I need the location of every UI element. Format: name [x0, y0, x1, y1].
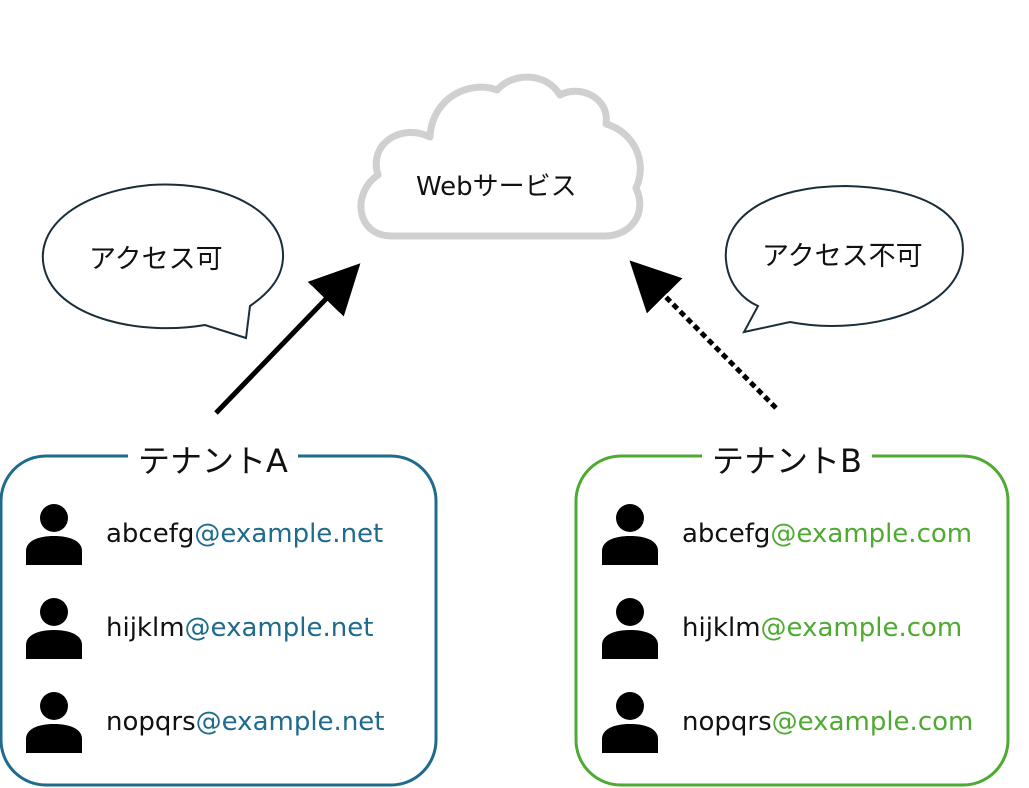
user-email: hijklm@example.net [106, 613, 374, 643]
user-email: abcefg@example.net [106, 519, 384, 549]
tenant-b-user-row: hijklm@example.com [600, 597, 962, 659]
person-icon [602, 692, 658, 753]
cloud-icon [357, 73, 644, 240]
tenant-a-label: テナントA [128, 436, 298, 482]
person-icon [26, 598, 82, 659]
person-icon [602, 598, 658, 659]
allowed-bubble-label: アクセス可 [89, 244, 223, 275]
person-icon [602, 504, 658, 565]
user-email: hijklm@example.com [682, 613, 963, 643]
tenant-a-user-row: abcefg@example.net [24, 503, 383, 565]
user-email: nopqrs@example.net [106, 707, 385, 737]
user-email: nopqrs@example.com [682, 707, 974, 737]
person-icon [26, 692, 82, 753]
denied-bubble-label: アクセス不可 [762, 241, 923, 272]
tenant-a-user-row: nopqrs@example.net [24, 691, 384, 753]
tenant-b-user-row: abcefg@example.com [600, 503, 972, 565]
cloud-label: Webサービス [416, 172, 577, 202]
person-icon [26, 504, 82, 565]
speech-bubble-denied [724, 184, 964, 334]
tenant-b-label: テナントB [702, 436, 872, 482]
access-allowed-arrow [214, 263, 361, 415]
tenant-a-user-row: hijklm@example.net [24, 597, 373, 659]
access-denied-arrow [629, 260, 778, 410]
user-email: abcefg@example.com [682, 519, 973, 549]
speech-bubble-allowed [41, 183, 285, 340]
tenant-b-user-row: nopqrs@example.com [600, 691, 973, 753]
